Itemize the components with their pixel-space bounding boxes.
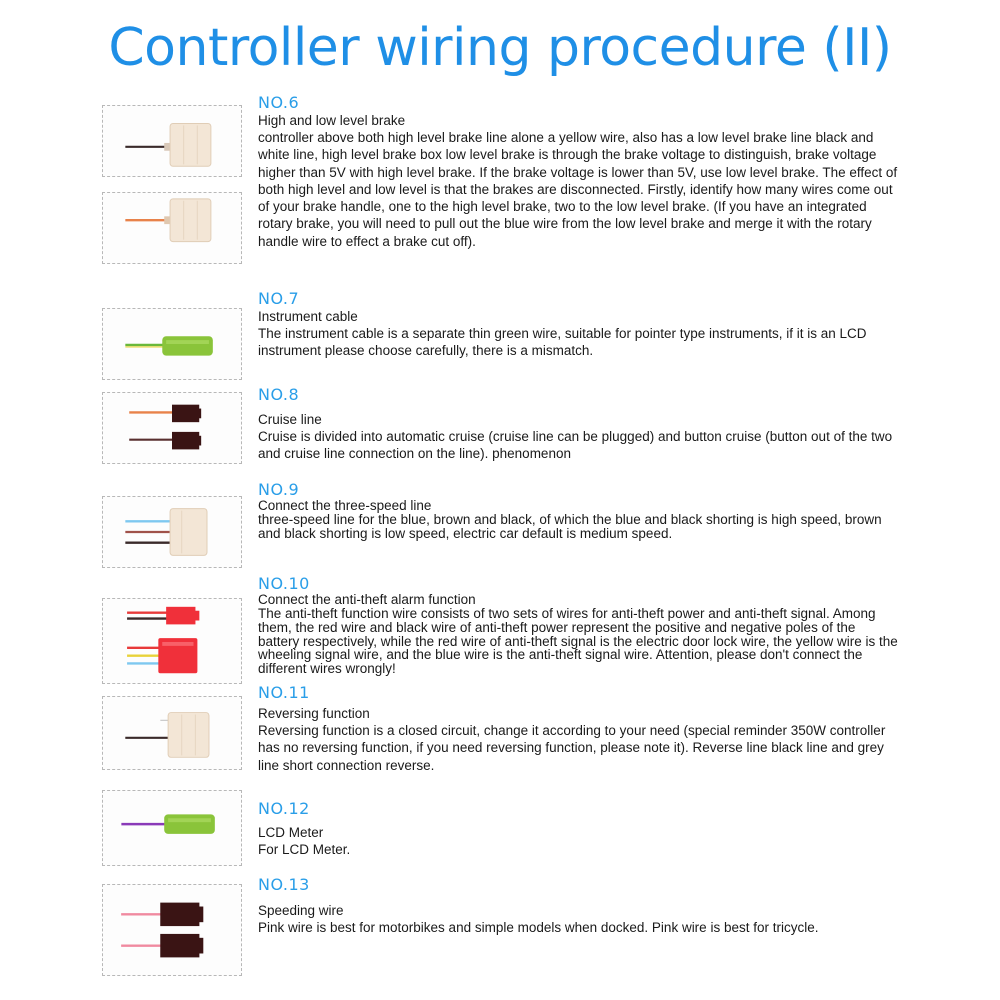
section-number: NO.8 [258, 385, 300, 404]
section-subtitle: Connect the three-speed line [258, 498, 432, 513]
section-no13: NO.13 Speeding wire Pink wire is best fo… [258, 876, 898, 936]
section-text: controller above both high level brake l… [258, 130, 898, 249]
section-subtitle: LCD Meter [258, 825, 324, 840]
section-no12: NO.12 LCD Meter For LCD Meter. [258, 800, 898, 858]
section-no8: NO.8 Cruise line Cruise is divided into … [258, 386, 898, 463]
section-no7: NO.7 Instrument cable The instrument cab… [258, 290, 898, 360]
section-number: NO.6 [258, 93, 300, 112]
section-subtitle: Cruise line [258, 412, 322, 427]
section-number: NO.12 [258, 799, 310, 818]
section-number: NO.11 [258, 683, 310, 702]
section-text: Reversing function is a closed circuit, … [258, 723, 886, 773]
section-number: NO.9 [258, 480, 300, 499]
section-subtitle: High and low level brake [258, 113, 406, 128]
section-no11: NO.11 Reversing function Reversing funct… [258, 684, 898, 774]
section-number: NO.7 [258, 289, 300, 308]
section-no9: NO.9 Connect the three-speed line three-… [258, 481, 898, 541]
section-text: For LCD Meter. [258, 842, 351, 857]
section-subtitle: Reversing function [258, 706, 370, 721]
section-text: Pink wire is best for motorbikes and sim… [258, 920, 819, 935]
section-text: The instrument cable is a separate thin … [258, 326, 867, 359]
three-speed-connector-icon [102, 496, 242, 568]
section-no10: NO.10 Connect the anti-theft alarm funct… [258, 575, 898, 676]
section-subtitle: Instrument cable [258, 309, 358, 324]
section-no6: NO.6 High and low level brake controller… [258, 94, 898, 250]
section-text: The anti-theft function wire consists of… [258, 606, 898, 677]
lcd-meter-connector-icon [102, 790, 242, 866]
section-number: NO.13 [258, 875, 310, 894]
section-number: NO.10 [258, 574, 310, 593]
white-connector-black-wire-icon [102, 105, 242, 177]
anti-theft-connector-icon [102, 598, 242, 684]
speeding-connector-icon [102, 884, 242, 976]
green-connector-icon [102, 308, 242, 380]
section-subtitle: Speeding wire [258, 903, 344, 918]
section-subtitle: Connect the anti-theft alarm function [258, 592, 476, 607]
cruise-connector-icon [102, 392, 242, 464]
section-text: three-speed line for the blue, brown and… [258, 512, 882, 541]
page-title: Controller wiring procedure (II) [108, 18, 892, 78]
white-connector-orange-wire-icon [102, 192, 242, 264]
reversing-connector-icon [102, 696, 242, 770]
section-text: Cruise is divided into automatic cruise … [258, 429, 893, 462]
